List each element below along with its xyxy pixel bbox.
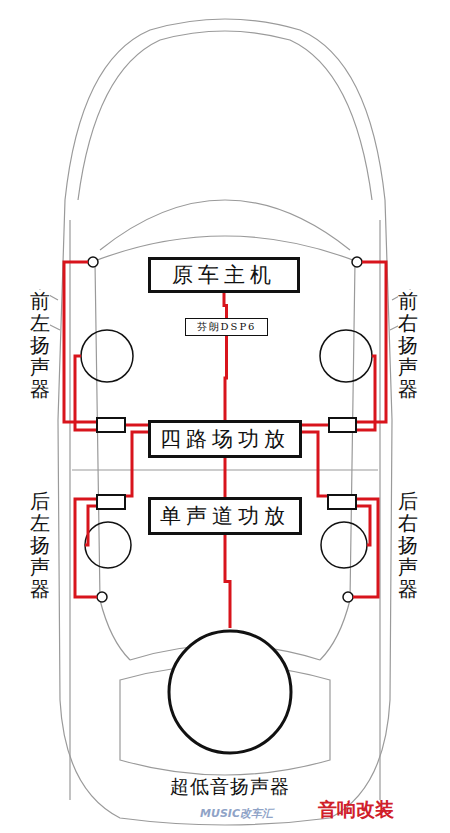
watermark: 音响改装	[318, 797, 394, 823]
front-left-speaker	[81, 330, 133, 382]
node-text: 超低音扬声器	[166, 774, 294, 800]
amplifier-box: 单声道功放	[148, 497, 302, 535]
front-right-speaker	[320, 330, 372, 382]
speaker-label: 前右扬声器	[398, 290, 418, 400]
node-text: 芬朗DSP6	[197, 320, 257, 334]
amplifier-box: 四路场功放	[148, 420, 302, 458]
speaker-label: 后左扬声器	[30, 490, 50, 600]
crossover	[97, 495, 125, 509]
node-text: 原车主机	[172, 261, 276, 289]
node-text: 单声道功放	[160, 502, 290, 530]
crossover	[328, 495, 356, 509]
signal-wire	[224, 458, 227, 497]
speaker-label: 后右扬声器	[398, 490, 418, 600]
signal-wire	[224, 293, 227, 318]
signal-wire	[225, 336, 227, 420]
rear-left-speaker	[85, 522, 131, 568]
node-text: 四路场功放	[160, 425, 290, 453]
speaker-label: 前左扬声器	[30, 290, 50, 400]
subwoofer-circle	[166, 628, 294, 756]
signal-wire	[225, 535, 230, 628]
head-unit-box: 原车主机	[148, 257, 300, 293]
subwoofer: 超低音扬声器	[166, 628, 294, 798]
dsp-box: 芬朗DSP6	[185, 318, 268, 336]
crossover	[97, 418, 125, 432]
crossover	[329, 418, 356, 432]
rear-right-speaker	[321, 522, 367, 568]
watermark: MUSIC改车汇	[200, 806, 273, 821]
